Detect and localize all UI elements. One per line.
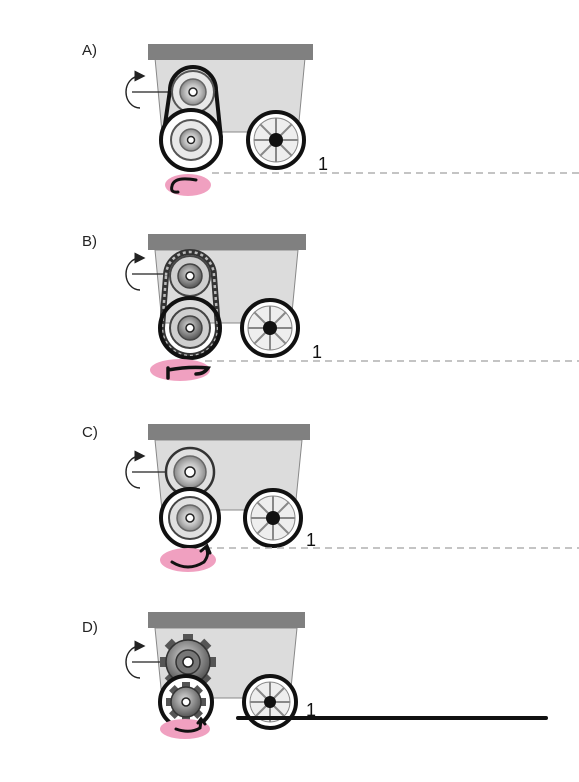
position-mark-a: 1 bbox=[318, 154, 328, 174]
upper-friction-wheel-icon bbox=[164, 446, 216, 498]
highlight-mark-b bbox=[150, 359, 212, 381]
highlight-mark-a bbox=[165, 174, 211, 196]
spoked-wheel-c-icon bbox=[243, 488, 303, 548]
drive-wheel-c-icon bbox=[159, 487, 221, 549]
option-b-label: B) bbox=[82, 233, 97, 250]
upper-pulley-icon bbox=[171, 70, 215, 114]
position-mark-b: 1 bbox=[312, 342, 322, 362]
option-a: A) bbox=[82, 42, 579, 196]
chain-icon bbox=[158, 249, 222, 359]
upper-gear-icon bbox=[160, 634, 216, 690]
highlight-mark-c bbox=[160, 543, 216, 572]
option-d-label: D) bbox=[82, 619, 98, 636]
option-c-label: C) bbox=[82, 424, 98, 441]
option-b: B) bbox=[82, 233, 579, 381]
rotation-arrow-icon bbox=[125, 450, 170, 489]
option-a-label: A) bbox=[82, 42, 97, 59]
option-c: C) 1 bbox=[82, 424, 579, 572]
spoked-wheel-d-icon bbox=[242, 674, 298, 730]
option-d: D) bbox=[82, 612, 548, 739]
spoked-wheel-a-icon bbox=[246, 110, 306, 170]
spoked-wheel-b-icon bbox=[240, 298, 300, 358]
drive-wheel-a-icon bbox=[159, 108, 223, 172]
drive-wheel-b-icon bbox=[158, 296, 222, 360]
position-mark-d: 1 bbox=[306, 700, 316, 720]
position-mark-c: 1 bbox=[306, 530, 316, 550]
upper-sprocket-icon bbox=[169, 255, 211, 297]
highlight-mark-d bbox=[160, 716, 210, 739]
